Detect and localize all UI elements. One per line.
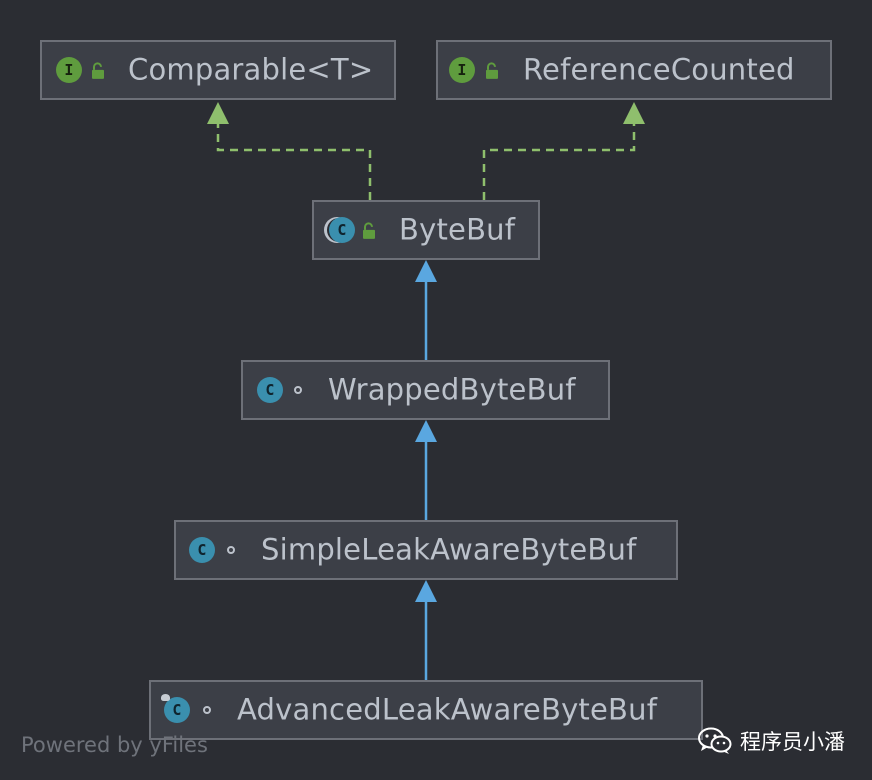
package-private-dot-icon: [203, 706, 211, 714]
arrowhead-bytebuf: [415, 260, 437, 282]
class-icon: C: [189, 537, 215, 563]
node-label: SimpleLeakAwareByteBuf: [261, 532, 637, 567]
arrowhead-comparable: [207, 102, 229, 124]
abstract-class-icon: C: [329, 217, 355, 243]
node-comparable[interactable]: I Comparable<T>: [40, 40, 396, 100]
interface-icon: I: [56, 57, 82, 83]
unlock-icon: [363, 222, 375, 239]
unlock-icon: [92, 62, 104, 79]
final-class-icon: C: [161, 694, 190, 723]
interface-icon: I: [449, 57, 475, 83]
powered-by-footer: Powered by yFiles: [21, 733, 208, 757]
node-reference-counted[interactable]: I ReferenceCounted: [436, 40, 832, 100]
edge-bytebuf-implements-referencecounted: [482, 124, 636, 200]
edge-bytebuf-implements-comparable: [216, 124, 372, 200]
watermark-text: 程序员小潘: [740, 730, 845, 754]
node-advanced-leak-aware-bytebuf[interactable]: C AdvancedLeakAwareByteBuf: [149, 680, 703, 740]
node-label: AdvancedLeakAwareByteBuf: [237, 692, 658, 727]
node-wrapped-bytebuf[interactable]: C WrappedByteBuf: [241, 360, 610, 420]
node-bytebuf[interactable]: C ByteBuf: [312, 200, 540, 260]
node-simple-leak-aware-bytebuf[interactable]: C SimpleLeakAwareByteBuf: [174, 520, 678, 580]
wechat-icon: [698, 727, 732, 754]
node-label: Comparable<T>: [128, 52, 374, 87]
class-icon: C: [257, 377, 283, 403]
package-private-dot-icon: [294, 386, 302, 394]
node-label: WrappedByteBuf: [328, 372, 576, 407]
arrowhead-simpleleak: [415, 580, 437, 602]
arrowhead-wrapped: [415, 420, 437, 442]
package-private-dot-icon: [227, 546, 235, 554]
node-label: ReferenceCounted: [523, 52, 795, 87]
arrowhead-referencecounted: [623, 102, 645, 124]
unlock-icon: [486, 62, 498, 79]
node-label: ByteBuf: [399, 212, 516, 247]
watermark: 程序员小潘: [698, 726, 845, 756]
